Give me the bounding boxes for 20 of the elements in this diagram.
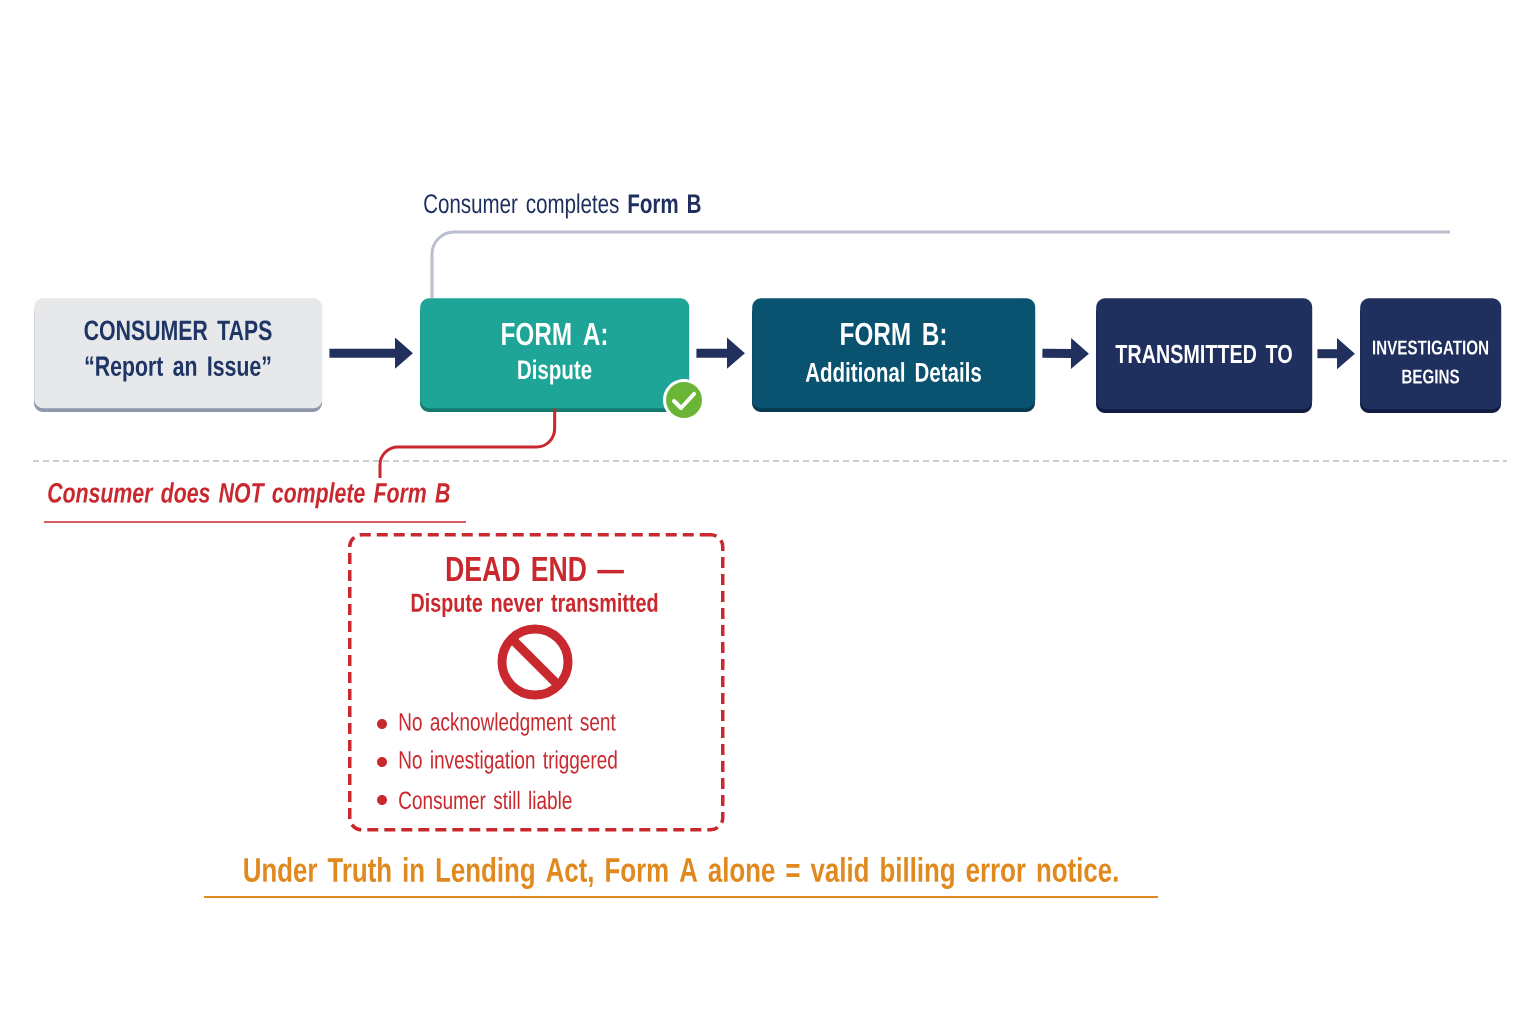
step-box	[1096, 298, 1313, 413]
box-heading: FORM A:	[502, 322, 607, 346]
underlined-note: Under Truth in Lending Act, Form A alone = valid billing error notice.	[203, 857, 1159, 898]
box-heading: FORM B:	[841, 322, 946, 346]
bullet-text: Consumer still liable	[399, 790, 572, 810]
box-text: Additional Details	[805, 362, 981, 382]
box-text: CONSUMER TAPS “Report an Issue”	[84, 320, 272, 382]
dead-end-box	[348, 533, 725, 832]
box-subheading: Dispute never transmitted	[411, 592, 658, 618]
bullet-text: No investigation triggered	[399, 750, 617, 774]
box-text: Dispute	[518, 359, 592, 385]
box-heading: DEAD END —	[446, 556, 624, 582]
step-box	[752, 298, 1036, 412]
bullet-text: No acknowledgment sent	[399, 712, 616, 736]
step-box	[1360, 298, 1502, 413]
box-text: INVESTIGATION BEGINS	[1373, 340, 1489, 384]
step-box	[34, 298, 323, 412]
edge-label: Consumer completes Form B	[420, 190, 705, 222]
box-text: TRANSMITTED TO	[1115, 344, 1292, 364]
branch-label: Consumer does NOT complete Form B	[43, 482, 467, 523]
